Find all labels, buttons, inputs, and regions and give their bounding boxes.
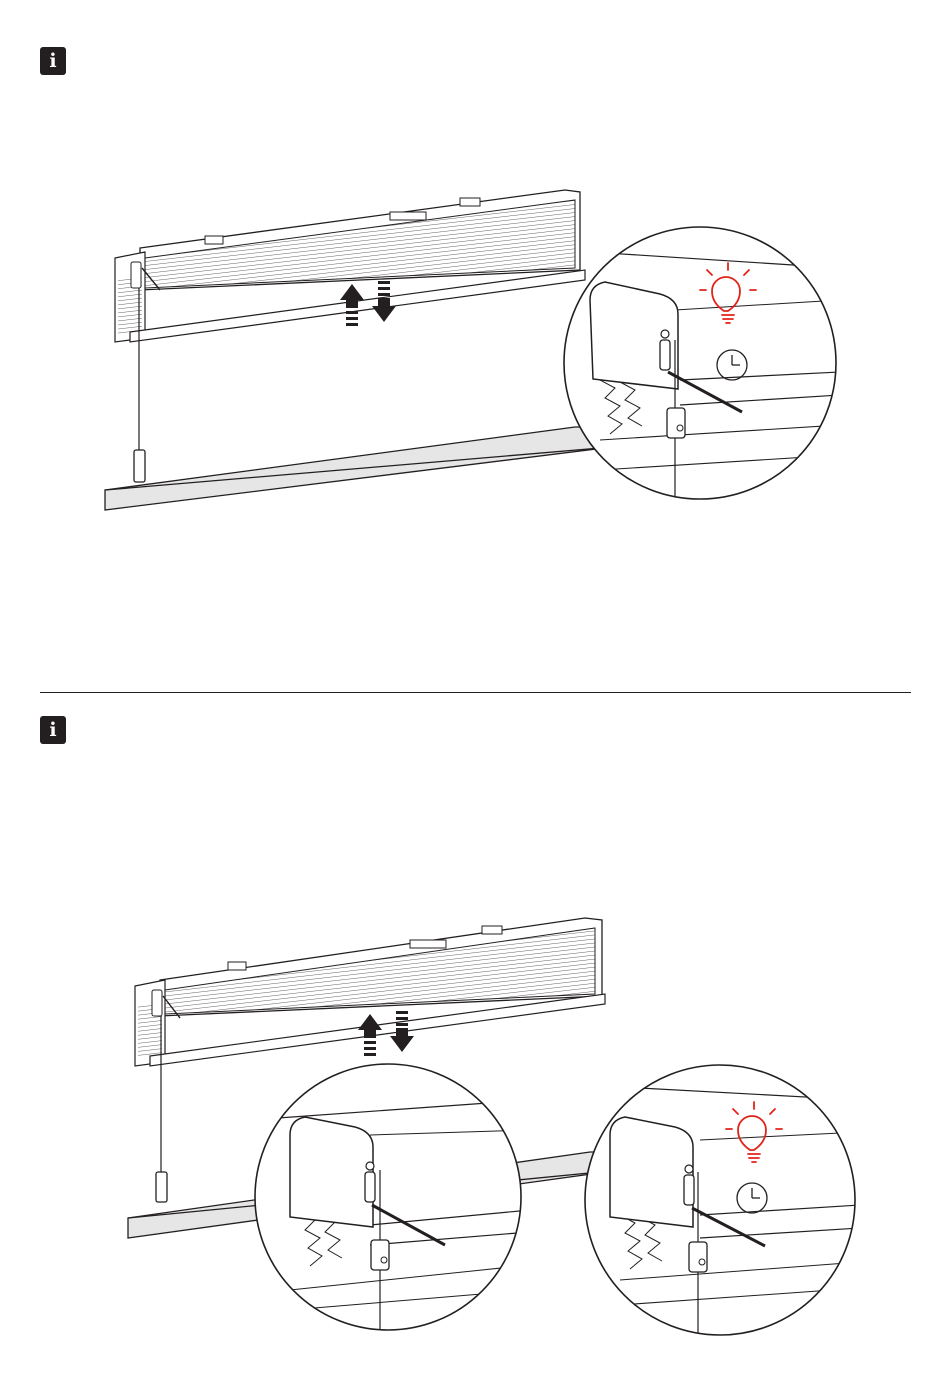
detail-magnifier [560,227,840,500]
detail-magnifier-before [250,1064,530,1340]
detail-magnifier-after [585,1065,860,1340]
window-sill [105,427,612,510]
step-1-illustration [0,0,950,692]
step-2-illustration [0,693,950,1386]
